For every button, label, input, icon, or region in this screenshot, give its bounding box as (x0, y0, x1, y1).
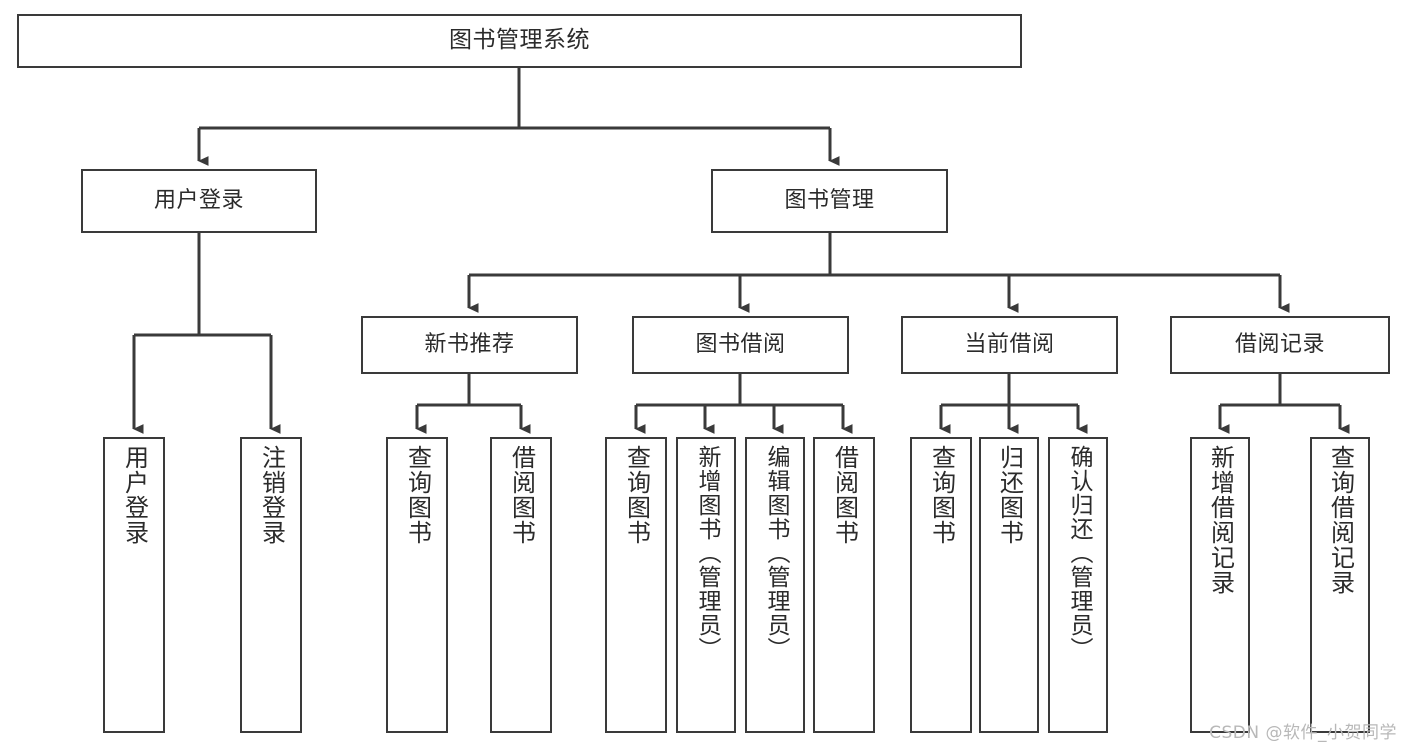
node-new-book-recommend[interactable]: 新书推荐 (361, 316, 578, 374)
node-leaf-user-login[interactable]: 用户登录 (103, 437, 165, 733)
node-label: 用户登录 (153, 188, 244, 214)
node-leaf-add-book-admin[interactable]: 新增图书（管理员） (676, 437, 736, 733)
node-label: 图书借阅 (695, 332, 786, 358)
node-label: 当前借阅 (964, 332, 1055, 358)
node-leaf-query-book-1[interactable]: 查询图书 (386, 437, 448, 733)
node-leaf-query-book-3[interactable]: 查询图书 (910, 437, 972, 733)
node-leaf-query-borrow-record[interactable]: 查询借阅记录 (1310, 437, 1370, 733)
node-label: 用户登录 (120, 445, 149, 545)
node-book-management[interactable]: 图书管理 (711, 169, 948, 233)
node-label: 借阅图书 (830, 445, 859, 545)
node-leaf-query-book-2[interactable]: 查询图书 (605, 437, 667, 733)
node-leaf-return-book[interactable]: 归还图书 (979, 437, 1039, 733)
node-leaf-confirm-return-admin[interactable]: 确认归还（管理员） (1048, 437, 1108, 733)
node-current-borrow[interactable]: 当前借阅 (901, 316, 1118, 374)
node-root-system[interactable]: 图书管理系统 (17, 14, 1022, 68)
node-user-login[interactable]: 用户登录 (81, 169, 317, 233)
node-label: 图书管理 (784, 188, 875, 214)
node-leaf-borrow-book-2[interactable]: 借阅图书 (813, 437, 875, 733)
node-label: 查询图书 (622, 445, 651, 545)
node-label: 归还图书 (995, 445, 1024, 545)
node-leaf-logout[interactable]: 注销登录 (240, 437, 302, 733)
node-leaf-add-borrow-record[interactable]: 新增借阅记录 (1190, 437, 1250, 733)
watermark-text: CSDN @软件_小贺同学 (1209, 723, 1397, 743)
node-label: 新增借阅记录 (1206, 445, 1235, 595)
node-label: 注销登录 (257, 445, 286, 545)
node-label: 查询借阅记录 (1326, 445, 1355, 595)
node-label: 查询图书 (927, 445, 956, 545)
node-label: 图书管理系统 (449, 27, 590, 54)
node-borrow-record[interactable]: 借阅记录 (1170, 316, 1390, 374)
node-book-borrow[interactable]: 图书借阅 (632, 316, 849, 374)
node-label: 编辑图书（管理员） (762, 445, 789, 661)
node-label: 确认归还（管理员） (1065, 445, 1092, 661)
node-label: 查询图书 (403, 445, 432, 545)
node-label: 新书推荐 (424, 332, 515, 358)
node-leaf-borrow-book-1[interactable]: 借阅图书 (490, 437, 552, 733)
node-label: 借阅记录 (1234, 332, 1325, 358)
node-leaf-edit-book-admin[interactable]: 编辑图书（管理员） (745, 437, 805, 733)
node-label: 借阅图书 (507, 445, 536, 545)
node-label: 新增图书（管理员） (693, 445, 720, 661)
